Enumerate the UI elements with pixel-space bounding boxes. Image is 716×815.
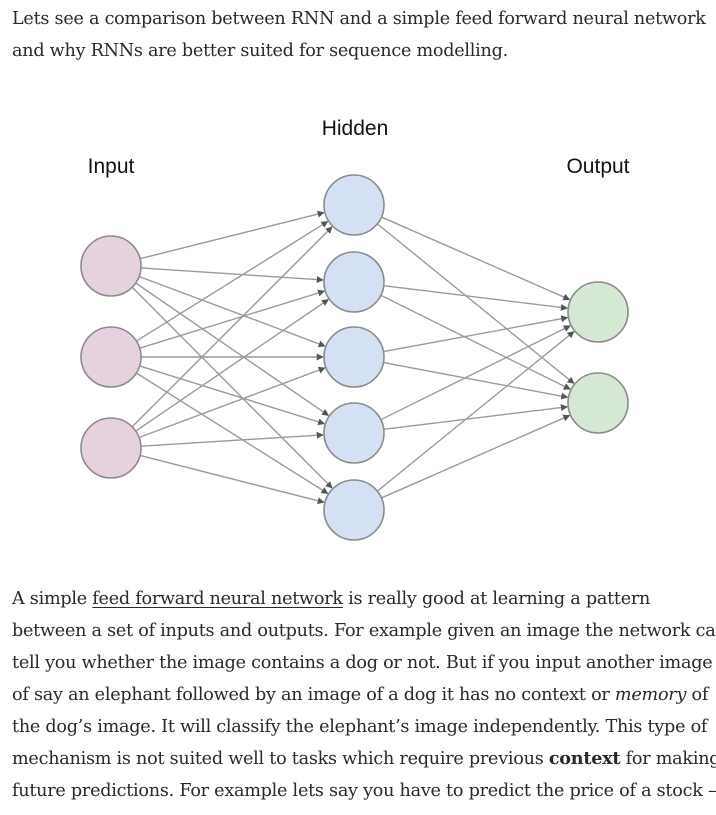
body-line-5: the dog’s image. It will classify the el… — [12, 717, 708, 737]
edge-hidden-1-to-output-2 — [376, 223, 575, 385]
body-line-6-suffix: for making — [620, 749, 716, 769]
intro-paragraph: Lets see a comparison between RNN and a … — [12, 3, 712, 67]
body-line-1-suffix: is really good at learning a pattern — [342, 589, 651, 609]
body-line-7: future predictions. For example lets say… — [12, 781, 716, 801]
edge-hidden-4-to-output-1 — [380, 325, 571, 421]
input-node-2 — [80, 326, 142, 388]
intro-line-2: and why RNNs are better suited for seque… — [12, 41, 508, 61]
edge-input-1-to-hidden-1 — [139, 210, 325, 260]
edge-input-2-to-hidden-5 — [136, 372, 329, 495]
input-node-1 — [80, 235, 142, 297]
edge-hidden-2-to-output-1 — [383, 284, 568, 311]
edge-hidden-5-to-output-2 — [381, 414, 571, 499]
body-line-6-prefix: mechanism is not suited well to tasks wh… — [12, 749, 549, 769]
body-line-4-suffix: of — [686, 685, 709, 705]
hidden-node-5 — [323, 479, 385, 541]
hidden-node-2 — [323, 251, 385, 313]
feed-forward-link[interactable]: feed forward neural network — [92, 589, 343, 609]
edge-input-2-to-hidden-2 — [139, 289, 326, 349]
edge-input-1-to-hidden-2 — [140, 267, 324, 284]
output-node-1 — [567, 281, 629, 343]
hidden-layer-label: Hidden — [322, 117, 389, 140]
edge-input-1-to-hidden-3 — [138, 275, 326, 348]
network-edges — [131, 210, 575, 505]
neural-network-diagram: Input Hidden Output — [80, 117, 630, 541]
input-layer-label: Input — [88, 155, 135, 178]
body-line-1: A simple feed forward neural network is … — [12, 583, 712, 615]
edge-hidden-4-to-output-2 — [383, 404, 568, 431]
edge-hidden-1-to-output-1 — [381, 216, 571, 301]
body-line-2: between a set of inputs and outputs. For… — [12, 621, 716, 641]
edge-hidden-3-to-output-2 — [383, 361, 569, 400]
output-layer-label: Output — [566, 155, 629, 178]
body-paragraph: A simple feed forward neural network is … — [12, 583, 716, 807]
edge-hidden-3-to-output-1 — [383, 315, 569, 353]
hidden-node-1 — [323, 174, 385, 236]
body-line-1-prefix: A simple — [12, 589, 93, 609]
memory-emphasis: memory — [614, 685, 687, 705]
edge-input-3-to-hidden-3 — [138, 366, 326, 439]
edge-input-1-to-hidden-4 — [135, 282, 330, 417]
edge-input-3-to-hidden-1 — [131, 226, 333, 428]
input-node-3 — [80, 417, 142, 479]
body-line-4-prefix: of say an elephant followed by an image … — [12, 685, 615, 705]
body-line-3: tell you whether the image contains a do… — [12, 653, 713, 673]
hidden-node-3 — [323, 326, 385, 388]
network-nodes — [80, 174, 629, 541]
hidden-node-4 — [323, 402, 385, 464]
intro-line-1: Lets see a comparison between RNN and a … — [12, 9, 706, 29]
edge-input-2-to-hidden-1 — [136, 220, 329, 342]
edge-input-3-to-hidden-5 — [139, 454, 325, 505]
context-strong: context — [548, 748, 621, 769]
edge-input-3-to-hidden-4 — [140, 431, 324, 447]
edge-input-1-to-hidden-5 — [131, 286, 333, 489]
edge-input-2-to-hidden-4 — [139, 365, 326, 426]
edge-hidden-2-to-output-2 — [380, 294, 571, 390]
body-line-4: of say an elephant followed by an image … — [12, 679, 712, 711]
body-line-6: mechanism is not suited well to tasks wh… — [12, 743, 716, 775]
edge-input-3-to-hidden-2 — [135, 298, 329, 432]
edge-hidden-5-to-output-1 — [376, 330, 575, 492]
output-node-2 — [567, 372, 629, 434]
